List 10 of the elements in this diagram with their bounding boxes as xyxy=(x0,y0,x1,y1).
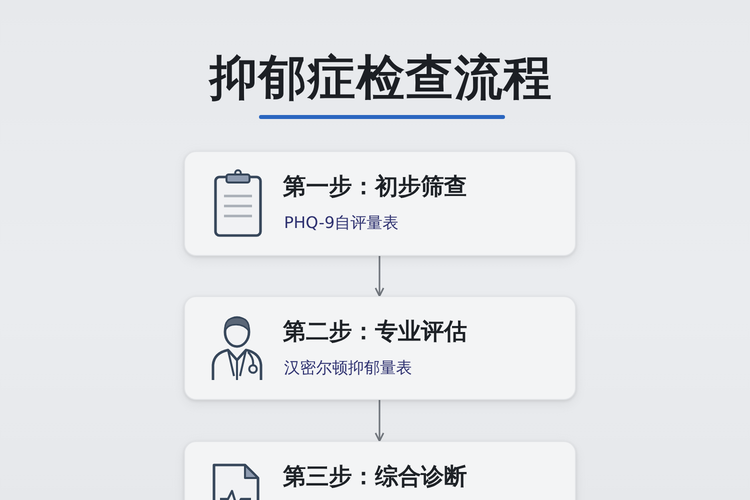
step-title: 第一步：初步筛查 xyxy=(283,173,467,202)
step-subtitle: PHQ-9自评量表 xyxy=(284,212,399,234)
step-title: 第三步：综合诊断 xyxy=(283,463,467,492)
arrow xyxy=(374,400,384,442)
step-card xyxy=(184,151,576,256)
step-subtitle: 汉密尔顿抑郁量表 xyxy=(284,357,412,379)
arrow xyxy=(374,256,384,297)
step-card xyxy=(184,296,576,400)
title: 抑郁症检查流程 xyxy=(210,49,552,108)
step-title: 第二步：专业评估 xyxy=(283,318,467,347)
